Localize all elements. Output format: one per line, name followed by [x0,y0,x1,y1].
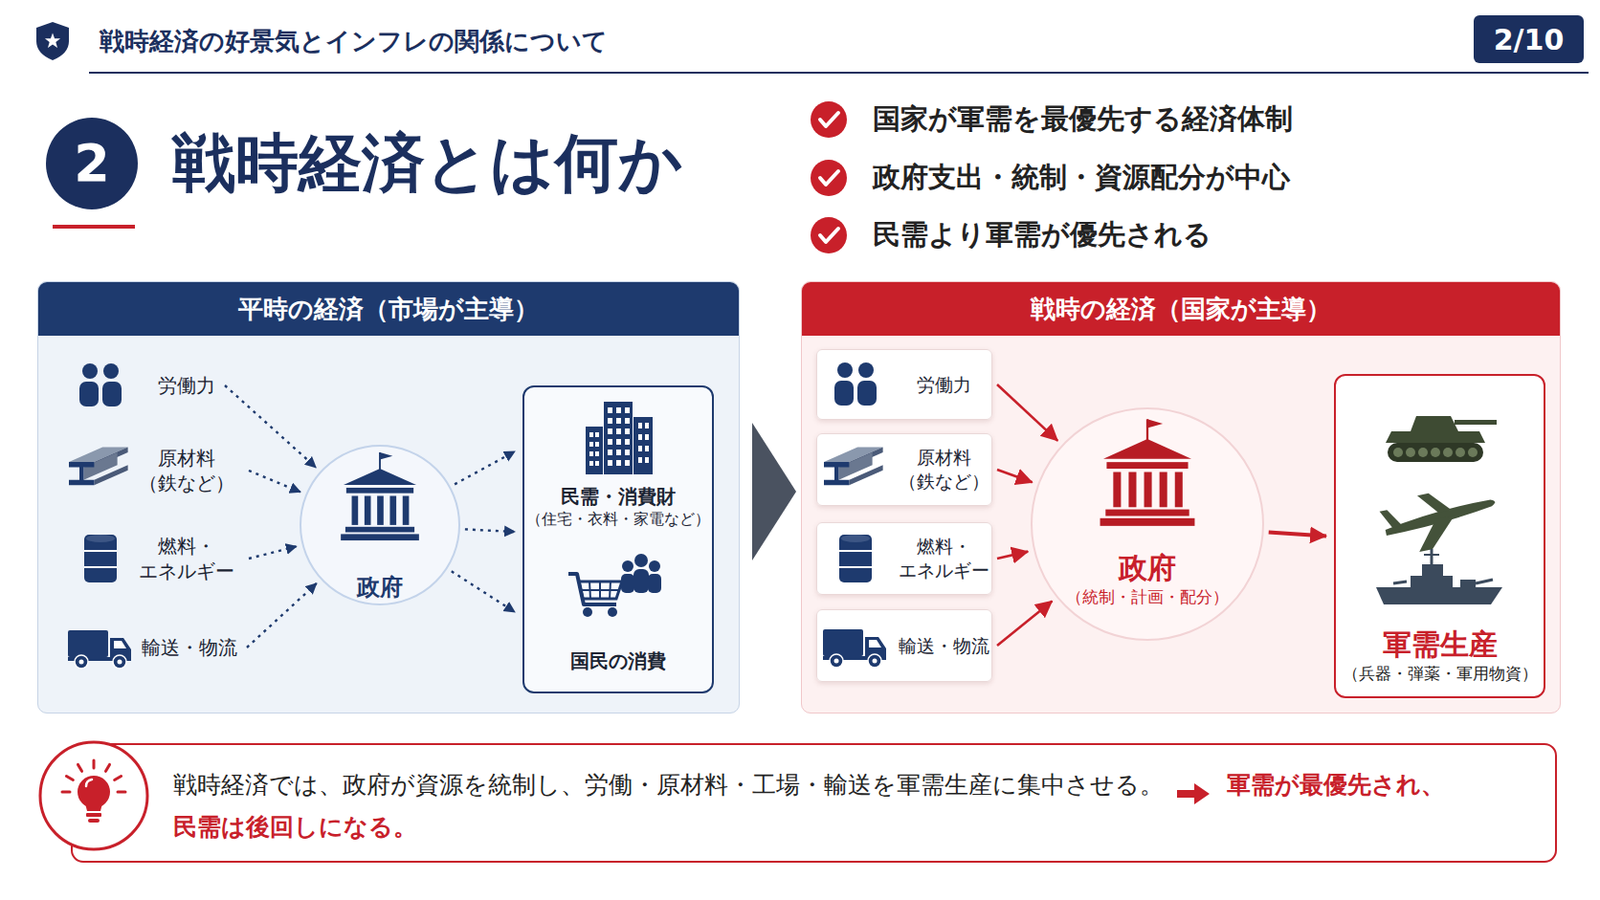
box-fill [37,281,740,714]
fuel-barrel-icon [84,534,117,583]
node-label: 民需・消費財 [524,484,712,510]
connector-arrow [224,385,316,468]
people-icon [834,362,877,406]
government-circle: 政府（統制・計画・配分） [1030,407,1265,642]
node-label: 政府 [1030,550,1265,587]
connector-arrow [997,469,1033,483]
inline-arrow [1177,776,1210,798]
header-rule [88,71,1589,74]
backgrounds [37,15,1589,863]
warship-icon [1376,549,1503,605]
header-title: 戦時経済の好景気とインフレの関係について [99,21,608,62]
node-sublabel: （統制・計画・配分） [1030,586,1265,608]
check-icon [810,159,847,197]
node-label: 原材料 （鉄など） [133,445,240,496]
input-box: 労働力 [816,349,993,421]
box-fill [816,433,993,507]
node-sublabel: 国民の消費 [524,648,712,674]
circle-fill [300,445,460,605]
civilian-output-box: 民需・消費財（住宅・衣料・家電など） 国民の消費 [522,385,714,694]
circle-border [300,445,460,605]
connector-arrow [454,451,515,485]
node-label: 軍需生産 [1335,626,1544,664]
check-item: 政府支出・統制・資源配分が中心 [872,158,1562,198]
page-number: 2/10 [1473,15,1584,64]
section-heading: 戦時経済とは何か [172,125,785,202]
government-building-icon [1100,419,1196,527]
truck-icon [67,630,132,669]
connector-arrow [246,583,317,648]
truck-icon [822,629,887,668]
check-icon [810,217,847,254]
office-building-icon [585,401,653,475]
connector-arrow [1268,532,1327,536]
check-icon [810,101,847,138]
transition-chevron [752,422,797,561]
check-item: 国家が軍需を最優先する経済体制 [872,100,1562,139]
number-badge [45,117,138,210]
node-label: 労働力 [157,373,216,399]
connector-arrow [465,529,515,533]
arrow-symbol [1177,783,1210,805]
box-fill [1333,374,1546,699]
steel-beam-icon [823,447,884,487]
input-item: 原材料 （鉄など） [133,444,240,498]
input-box: 原材料 （鉄など） [816,433,993,507]
input-item: 輸送・物流 [132,630,247,666]
input-box: 輸送・物流 [816,609,993,683]
heading-underline [52,224,135,229]
box-fill [816,609,993,683]
shopping-cart-icon [568,554,662,618]
note-text: 戦時経済では、政府が資源を統制し、労働・原材料・工場・輸送を軍需生産に集中させる… [173,771,1164,800]
node-label: 政府 [299,573,461,602]
input-item: 燃料・ エネルギー [133,532,240,586]
number-badge-text: 2 [45,117,138,210]
icons [36,22,1503,850]
aircraft-icon [1377,480,1502,559]
tank-icon [1385,416,1497,463]
input-box: 燃料・ エネルギー [816,522,993,596]
arrow-shape [1177,783,1210,805]
check-item: 民需より軍需が優先される [872,216,1562,255]
connector-arrow [248,470,301,492]
connector-arrow [997,552,1028,559]
connector-arrow [997,384,1058,442]
steel-beam-icon [68,447,129,487]
fuel-barrel-icon [839,534,872,583]
panel-header: 平時の経済（市場が主導） [38,282,739,336]
people-icon [79,363,122,407]
peacetime-panel: 労働力原材料 （鉄など） 燃料・ エネルギー輸送・物流 政府 民需・消費財（住宅・衣料… [37,281,740,714]
government-building-icon [340,452,420,541]
connector-arrow [997,601,1052,646]
summary-note: 戦時経済では、政府が資源を統制し、労働・原材料・工場・輸送を軍需生産に集中させる… [71,744,1556,863]
lightbulb-icon [40,742,148,850]
page-badge [1473,15,1584,64]
node-label: 原材料 （鉄など） [895,445,992,494]
shield-icon [36,22,69,61]
government-circle: 政府 [299,444,461,606]
node-label: 燃料・ エネルギー [133,533,240,584]
node-sublabel: （兵器・弾薬・軍用物資） [1335,663,1544,685]
box-fill [71,744,1556,863]
box-fill [816,522,993,596]
connector-arrow [248,546,297,559]
node-label: 輸送・物流 [898,634,990,659]
circle-border [1031,408,1264,641]
circle-fill [1031,408,1264,641]
connectors [224,384,1327,648]
box-fill [816,349,993,421]
panel-header: 戦時の経済（国家が主導） [801,282,1560,336]
box-fill [522,385,714,694]
box-fill [800,281,1561,714]
node-label: 労働力 [916,373,972,398]
military-output-box: 軍需生産（兵器・弾薬・軍用物資） [1333,374,1546,699]
wartime-panel: 労働力原材料 （鉄など） 燃料・ エネルギー輸送・物流 政府（統制・計画・配分） 軍需… [800,281,1561,714]
input-item: 労働力 [133,368,240,403]
node-label: 燃料・ エネルギー [895,534,992,583]
node-label: 輸送・物流 [141,635,238,661]
node-sublabel: （住宅・衣料・家電など） [524,509,712,531]
connector-arrow [451,571,515,613]
